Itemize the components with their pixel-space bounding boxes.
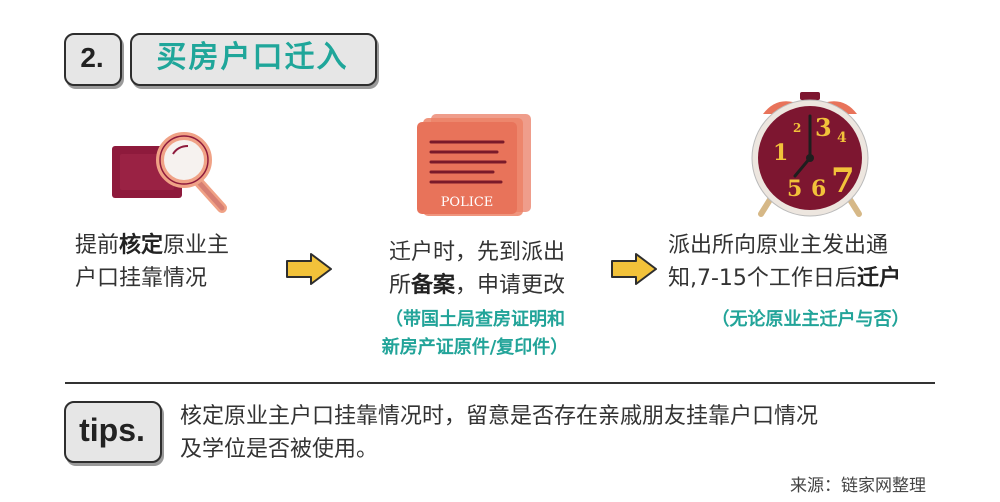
arrow-right-icon: [611, 253, 657, 285]
step-1-line2: 户口挂靠情况: [75, 266, 208, 291]
arrow-right-icon: [286, 253, 332, 285]
step-3-note-line1: （无论原业主迁户与否）: [711, 309, 910, 330]
source-credit: 来源：链家网整理: [790, 476, 926, 496]
section-number-box: [64, 33, 122, 86]
clock-digit: 2: [793, 121, 801, 135]
step-3-line2-pre: 知,7-15个工作日后: [668, 266, 857, 291]
section-title: 买房户口迁入: [156, 40, 349, 75]
clock-digit: 3: [815, 113, 832, 142]
alarm-clock-icon: 1 2 3 4 5 6 7: [751, 92, 869, 217]
clock-digit: 4: [837, 130, 847, 146]
step-2-text: 迁户时，先到派出 所备案，申请更改: [352, 236, 602, 302]
step-2-line2-bold: 备案: [410, 273, 455, 298]
step-2-line1: 迁户时，先到派出: [388, 240, 565, 265]
step-1-line1-post: 原业主: [163, 233, 230, 258]
clock-digit: 1: [773, 140, 788, 166]
clock-digit: 6: [811, 176, 826, 202]
clock-digit: 7: [831, 161, 855, 201]
step-2-note-line2: 新房产证原件/复印件）: [381, 337, 569, 358]
magnifier-card-icon: [112, 132, 227, 213]
step-3-line1: 派出所向原业主发出通: [668, 233, 889, 258]
clock-digit: 5: [787, 176, 802, 202]
tips-line1: 核定原业主户口挂靠情况时，留意是否存在亲戚朋友挂靠户口情况: [180, 404, 819, 429]
step-3-note: （无论原业主迁户与否）: [668, 306, 953, 334]
section-divider: [65, 382, 935, 384]
section-title-box: [130, 33, 377, 86]
step-2-note-line1: （带国土局查房证明和: [385, 309, 565, 330]
step-2-line2-post: ，申请更改: [455, 273, 566, 298]
step-1-line1-pre: 提前: [75, 233, 120, 258]
step-1-line1-bold: 核定: [119, 233, 164, 258]
section-number: 2.: [80, 42, 104, 73]
tips-label-box: [64, 401, 162, 463]
step-3-text: 派出所向原业主发出通 知,7-15个工作日后迁户: [668, 229, 958, 295]
step-2-note: （带国土局查房证明和 新房产证原件/复印件）: [335, 306, 615, 362]
step-2-line2-pre: 所: [388, 273, 411, 298]
police-label: POLICE: [441, 195, 494, 210]
step-3-line2-bold: 迁户: [856, 266, 901, 291]
tips-label: tips.: [79, 412, 145, 448]
step-1-text: 提前核定原业主 户口挂靠情况: [75, 229, 295, 295]
tips-body: 核定原业主户口挂靠情况时，留意是否存在亲戚朋友挂靠户口情况 及学位是否被使用。: [180, 400, 950, 466]
police-document-icon: POLICE: [417, 114, 531, 216]
tips-line2: 及学位是否被使用。: [180, 437, 379, 462]
